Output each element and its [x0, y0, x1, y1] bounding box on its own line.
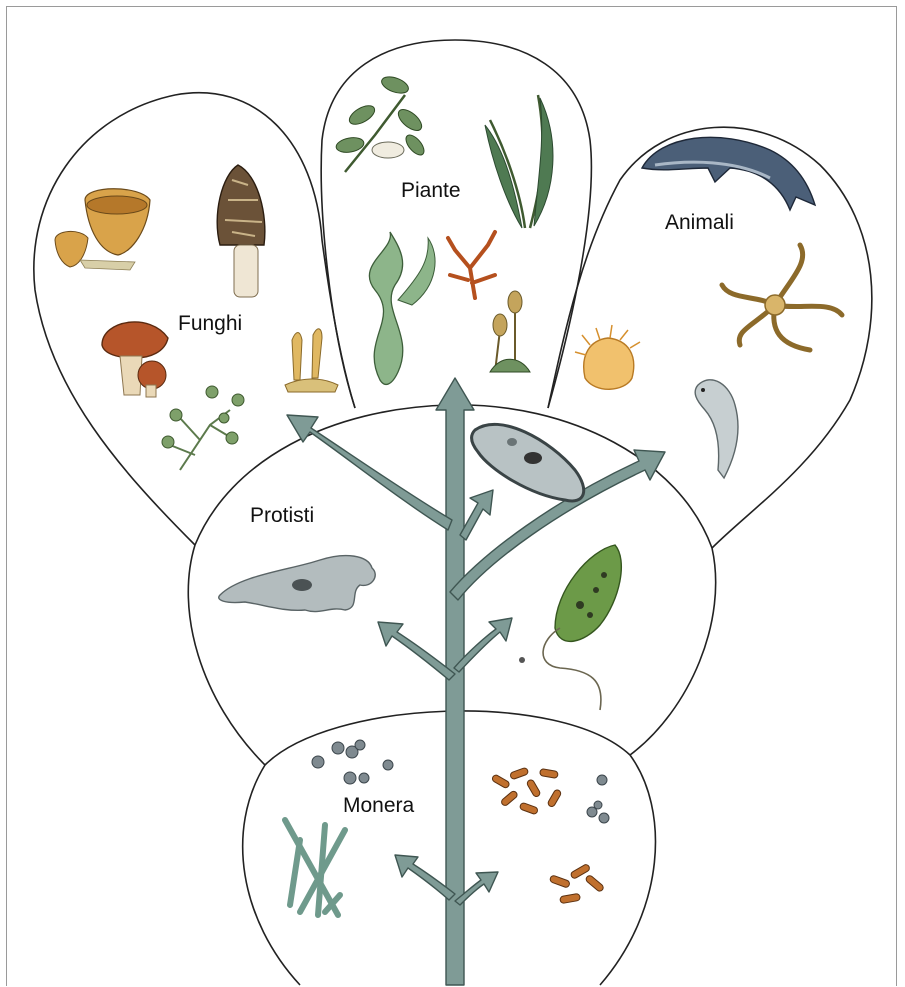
- amoeba-icon: [219, 556, 375, 612]
- brittle-star-icon: [722, 245, 842, 350]
- moss-icon: [490, 291, 530, 372]
- paramecium-icon: [472, 424, 584, 501]
- sea-anemone-icon: [575, 325, 640, 389]
- euglena-icon: [519, 545, 621, 710]
- mold-icon: [162, 386, 244, 470]
- fish-icon: [695, 380, 738, 478]
- lobe-piante: [321, 40, 591, 408]
- label-protisti: Protisti: [250, 504, 314, 527]
- dolphin-icon: [642, 137, 815, 210]
- leafy-plant-icon: [335, 74, 427, 172]
- label-animali: Animali: [665, 211, 734, 234]
- mushroom-cups-icon: [55, 189, 150, 270]
- fungus-stalks-icon: [285, 329, 338, 392]
- label-monera: Monera: [343, 794, 415, 817]
- bacilli-icon: [491, 767, 604, 904]
- label-funghi: Funghi: [178, 312, 242, 335]
- fern-icon: [485, 95, 553, 228]
- morel-icon: [217, 165, 265, 297]
- seaweed-icon: [369, 232, 435, 384]
- label-piante: Piante: [401, 179, 461, 202]
- branch-lower-left: [378, 622, 455, 680]
- filament-bacteria-icon: [285, 820, 345, 915]
- branch-small-upper: [460, 490, 493, 540]
- toadstool-icon: [102, 322, 168, 397]
- red-algae-icon: [448, 232, 495, 298]
- tree-branches: [287, 378, 665, 985]
